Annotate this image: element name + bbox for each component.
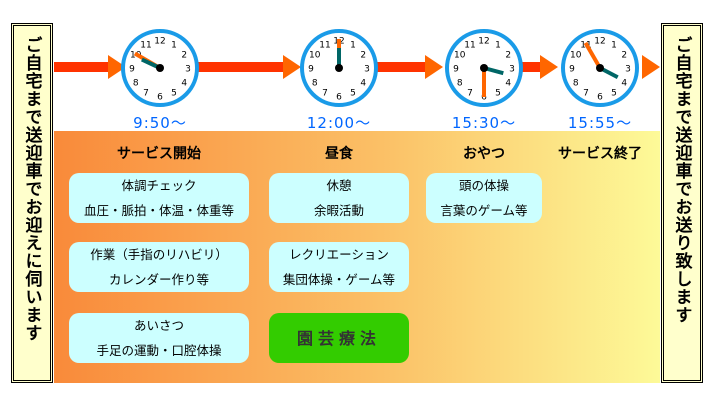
clock-numeral: 1 [171,40,177,50]
clock-numeral: 5 [495,89,501,99]
clock-numeral: 2 [621,51,627,61]
clock-numeral: 10 [309,51,321,61]
clock-numeral: 6 [157,93,163,103]
arrow-4 [522,62,544,72]
arrow-head-3 [425,55,443,79]
clock-numeral: 8 [133,79,139,89]
arrow-2 [198,62,288,72]
clock-numeral: 9 [308,65,314,75]
clock-numeral: 3 [509,65,515,75]
activity-detail: 余暇活動 [313,203,364,218]
clock-numeral: 9 [569,65,575,75]
clock-center [335,64,343,72]
clock-numeral: 12 [478,37,489,47]
activity-title: 頭の体操 [458,178,509,193]
clock-numeral: 1 [350,40,356,50]
pickup-label: ご自宅まで送迎車でお迎えに伺います [11,23,53,383]
time-label-4: 15:55〜 [567,114,633,132]
clock-numeral: 9 [129,65,135,75]
clock-numeral: 5 [611,89,617,99]
clock-numeral: 2 [505,51,511,61]
activity-detail: 手足の運動・口腔体操 [96,343,222,358]
arrow-head-5 [642,55,660,79]
clock-numeral: 6 [597,93,603,103]
activity-brain-exercise: 頭の体操言葉のゲーム等 [426,173,542,223]
clock-numeral: 7 [583,89,589,99]
clock-numeral: 9 [453,65,459,75]
clock-numeral: 12 [594,37,605,47]
activity-horticultural-therapy: 園芸療法 [269,313,409,363]
clock-numeral: 1 [611,40,617,50]
activity-greeting: あいさつ手足の運動・口腔体操 [69,313,249,363]
activity-detail: 言葉のゲーム等 [440,203,528,218]
arrow-3 [377,62,429,72]
time-label-1: 9:50〜 [133,114,187,132]
clock-numeral: 8 [457,79,463,89]
activity-work: 作業（手指のリハビリ） カレンダー作り等 [69,242,249,292]
activity-title: レクリエーション [289,247,389,262]
clock-numeral: 11 [464,40,475,50]
activity-recreation: レクリエーション集団体操・ゲーム等 [269,242,409,292]
clock-numeral: 6 [481,93,487,103]
clock-numeral: 5 [171,89,177,99]
clock-numeral: 8 [573,79,579,89]
clock-numeral: 6 [336,93,342,103]
activity-title: 作業（手指のリハビリ） [90,247,228,262]
minute-hand [583,41,602,70]
activity-detail: 血圧・脈拍・体温・体重等 [83,203,234,218]
clock-numeral: 10 [454,51,466,61]
clock-numeral: 4 [360,79,366,89]
activity-title: 休憩 [326,178,352,193]
column-heading-start: サービス開始 [117,146,201,162]
arrow-head-4 [540,55,558,79]
clock-numeral: 4 [621,79,627,89]
clock-center [480,64,488,72]
arrow-head-2 [283,55,301,79]
column-heading-end: サービス終了 [558,146,642,162]
clock-numeral: 7 [322,89,328,99]
clock-numeral: 2 [360,51,366,61]
time-label-3: 15:30〜 [451,114,517,132]
dropoff-label: ご自宅まで送迎車でお送り致します [661,23,703,383]
clock-numeral: 1 [495,40,501,50]
clock-numeral: 4 [505,79,511,89]
column-heading-lunch: 昼食 [325,146,353,162]
activity-rest: 休憩余暇活動 [269,173,409,223]
activity-detail: カレンダー作り等 [108,272,209,287]
clock-numeral: 11 [140,40,151,50]
clock-numeral: 10 [570,51,582,61]
time-label-2: 12:00〜 [306,114,372,132]
clock-center [596,64,604,72]
column-heading-snack: おやつ [463,146,505,162]
activity-detail: 集団体操・ゲーム等 [282,272,396,287]
clock-center [156,64,164,72]
clock-numeral: 5 [350,89,356,99]
clock-numeral: 7 [467,89,473,99]
clock-numeral: 8 [312,79,318,89]
clock-numeral: 3 [625,65,631,75]
clock-numeral: 7 [143,89,149,99]
clock-numeral: 3 [364,65,370,75]
clock-numeral: 12 [154,37,165,47]
activity-health-check: 体調チェック血圧・脈拍・体温・体重等 [69,173,249,223]
clock-numeral: 11 [319,40,330,50]
activity-title: 体調チェック [121,178,197,193]
pickup-text: ご自宅まで送迎車でお迎えに伺います [21,36,42,342]
clock-numeral: 4 [181,79,187,89]
clock-numeral: 2 [181,51,187,61]
clock-numeral: 3 [185,65,191,75]
dropoff-text: ご自宅まで送迎車でお送り致します [671,36,692,324]
activity-title: あいさつ [133,318,184,333]
arrow-1 [54,62,114,72]
